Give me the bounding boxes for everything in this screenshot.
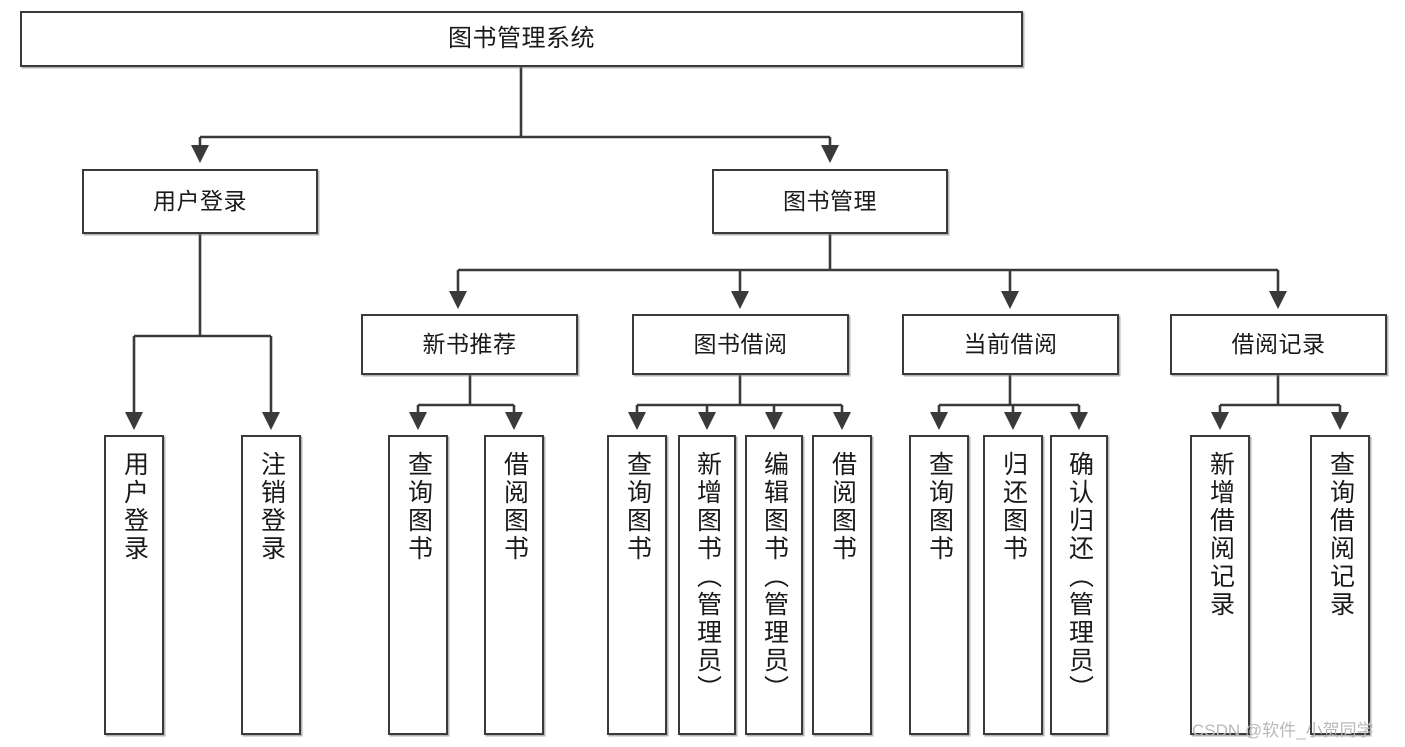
node-leaf-borrow-book-rec-label: 借阅图书 — [500, 451, 529, 563]
node-leaf-query-book-borrow[interactable]: 查询图书 — [607, 435, 667, 735]
watermark: CSDN @软件_小贺同学 — [1192, 721, 1374, 740]
node-leaf-user-login-label: 用户登录 — [120, 451, 149, 563]
node-leaf-borrow-book[interactable]: 借阅图书 — [812, 435, 872, 735]
node-leaf-return-book-label: 归还图书 — [999, 451, 1028, 563]
node-leaf-query-book-rec-label: 查询图书 — [404, 451, 433, 563]
node-root-label: 图书管理系统 — [448, 25, 595, 53]
node-user-login[interactable]: 用户登录 — [82, 169, 318, 234]
node-leaf-query-book-current-label: 查询图书 — [925, 451, 954, 563]
node-leaf-user-logout-label: 注销登录 — [257, 451, 286, 563]
node-book-manage-label: 图书管理 — [783, 188, 877, 215]
node-new-book-rec-label: 新书推荐 — [422, 331, 517, 358]
node-leaf-user-logout[interactable]: 注销登录 — [241, 435, 301, 735]
node-leaf-confirm-return-admin-label: 确认归还（管理员） — [1065, 451, 1094, 703]
node-leaf-borrow-book-rec[interactable]: 借阅图书 — [484, 435, 544, 735]
node-leaf-edit-book-admin[interactable]: 编辑图书（管理员） — [745, 435, 803, 735]
node-leaf-add-book-admin-label: 新增图书（管理员） — [693, 451, 722, 703]
node-borrow-record-label: 借阅记录 — [1231, 331, 1326, 358]
node-leaf-query-borrow-record-label: 查询借阅记录 — [1326, 451, 1355, 619]
node-leaf-add-borrow-record-label: 新增借阅记录 — [1206, 451, 1235, 619]
node-leaf-borrow-book-label: 借阅图书 — [828, 451, 857, 563]
node-leaf-query-book-current[interactable]: 查询图书 — [909, 435, 969, 735]
node-leaf-add-borrow-record[interactable]: 新增借阅记录 — [1190, 435, 1250, 735]
node-book-borrow[interactable]: 图书借阅 — [632, 314, 849, 375]
node-leaf-return-book[interactable]: 归还图书 — [983, 435, 1043, 735]
node-leaf-add-book-admin[interactable]: 新增图书（管理员） — [678, 435, 736, 735]
node-leaf-confirm-return-admin[interactable]: 确认归还（管理员） — [1050, 435, 1108, 735]
node-book-manage[interactable]: 图书管理 — [712, 169, 948, 234]
node-leaf-query-book-rec[interactable]: 查询图书 — [388, 435, 448, 735]
node-leaf-query-book-borrow-label: 查询图书 — [623, 451, 652, 563]
node-new-book-rec[interactable]: 新书推荐 — [361, 314, 578, 375]
node-user-login-label: 用户登录 — [153, 188, 247, 215]
node-leaf-edit-book-admin-label: 编辑图书（管理员） — [760, 451, 789, 703]
node-leaf-query-borrow-record[interactable]: 查询借阅记录 — [1310, 435, 1370, 735]
node-leaf-user-login[interactable]: 用户登录 — [104, 435, 164, 735]
node-borrow-record[interactable]: 借阅记录 — [1170, 314, 1387, 375]
node-book-borrow-label: 图书借阅 — [693, 331, 788, 358]
node-current-borrow[interactable]: 当前借阅 — [902, 314, 1119, 375]
node-root[interactable]: 图书管理系统 — [20, 11, 1023, 67]
node-current-borrow-label: 当前借阅 — [963, 331, 1058, 358]
